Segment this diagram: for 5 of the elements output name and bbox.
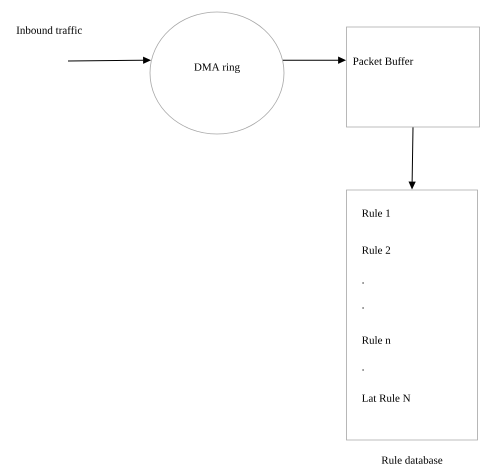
circle-node: DMA ring (150, 12, 284, 134)
list-box: Rule 1 Rule 2 . . Rule n . Lat Rule N (346, 190, 478, 440)
process-box: Packet Buffer (346, 26, 480, 128)
node-label: Rule database (382, 456, 442, 464)
edge-label: Inbound traffic (16, 26, 82, 34)
